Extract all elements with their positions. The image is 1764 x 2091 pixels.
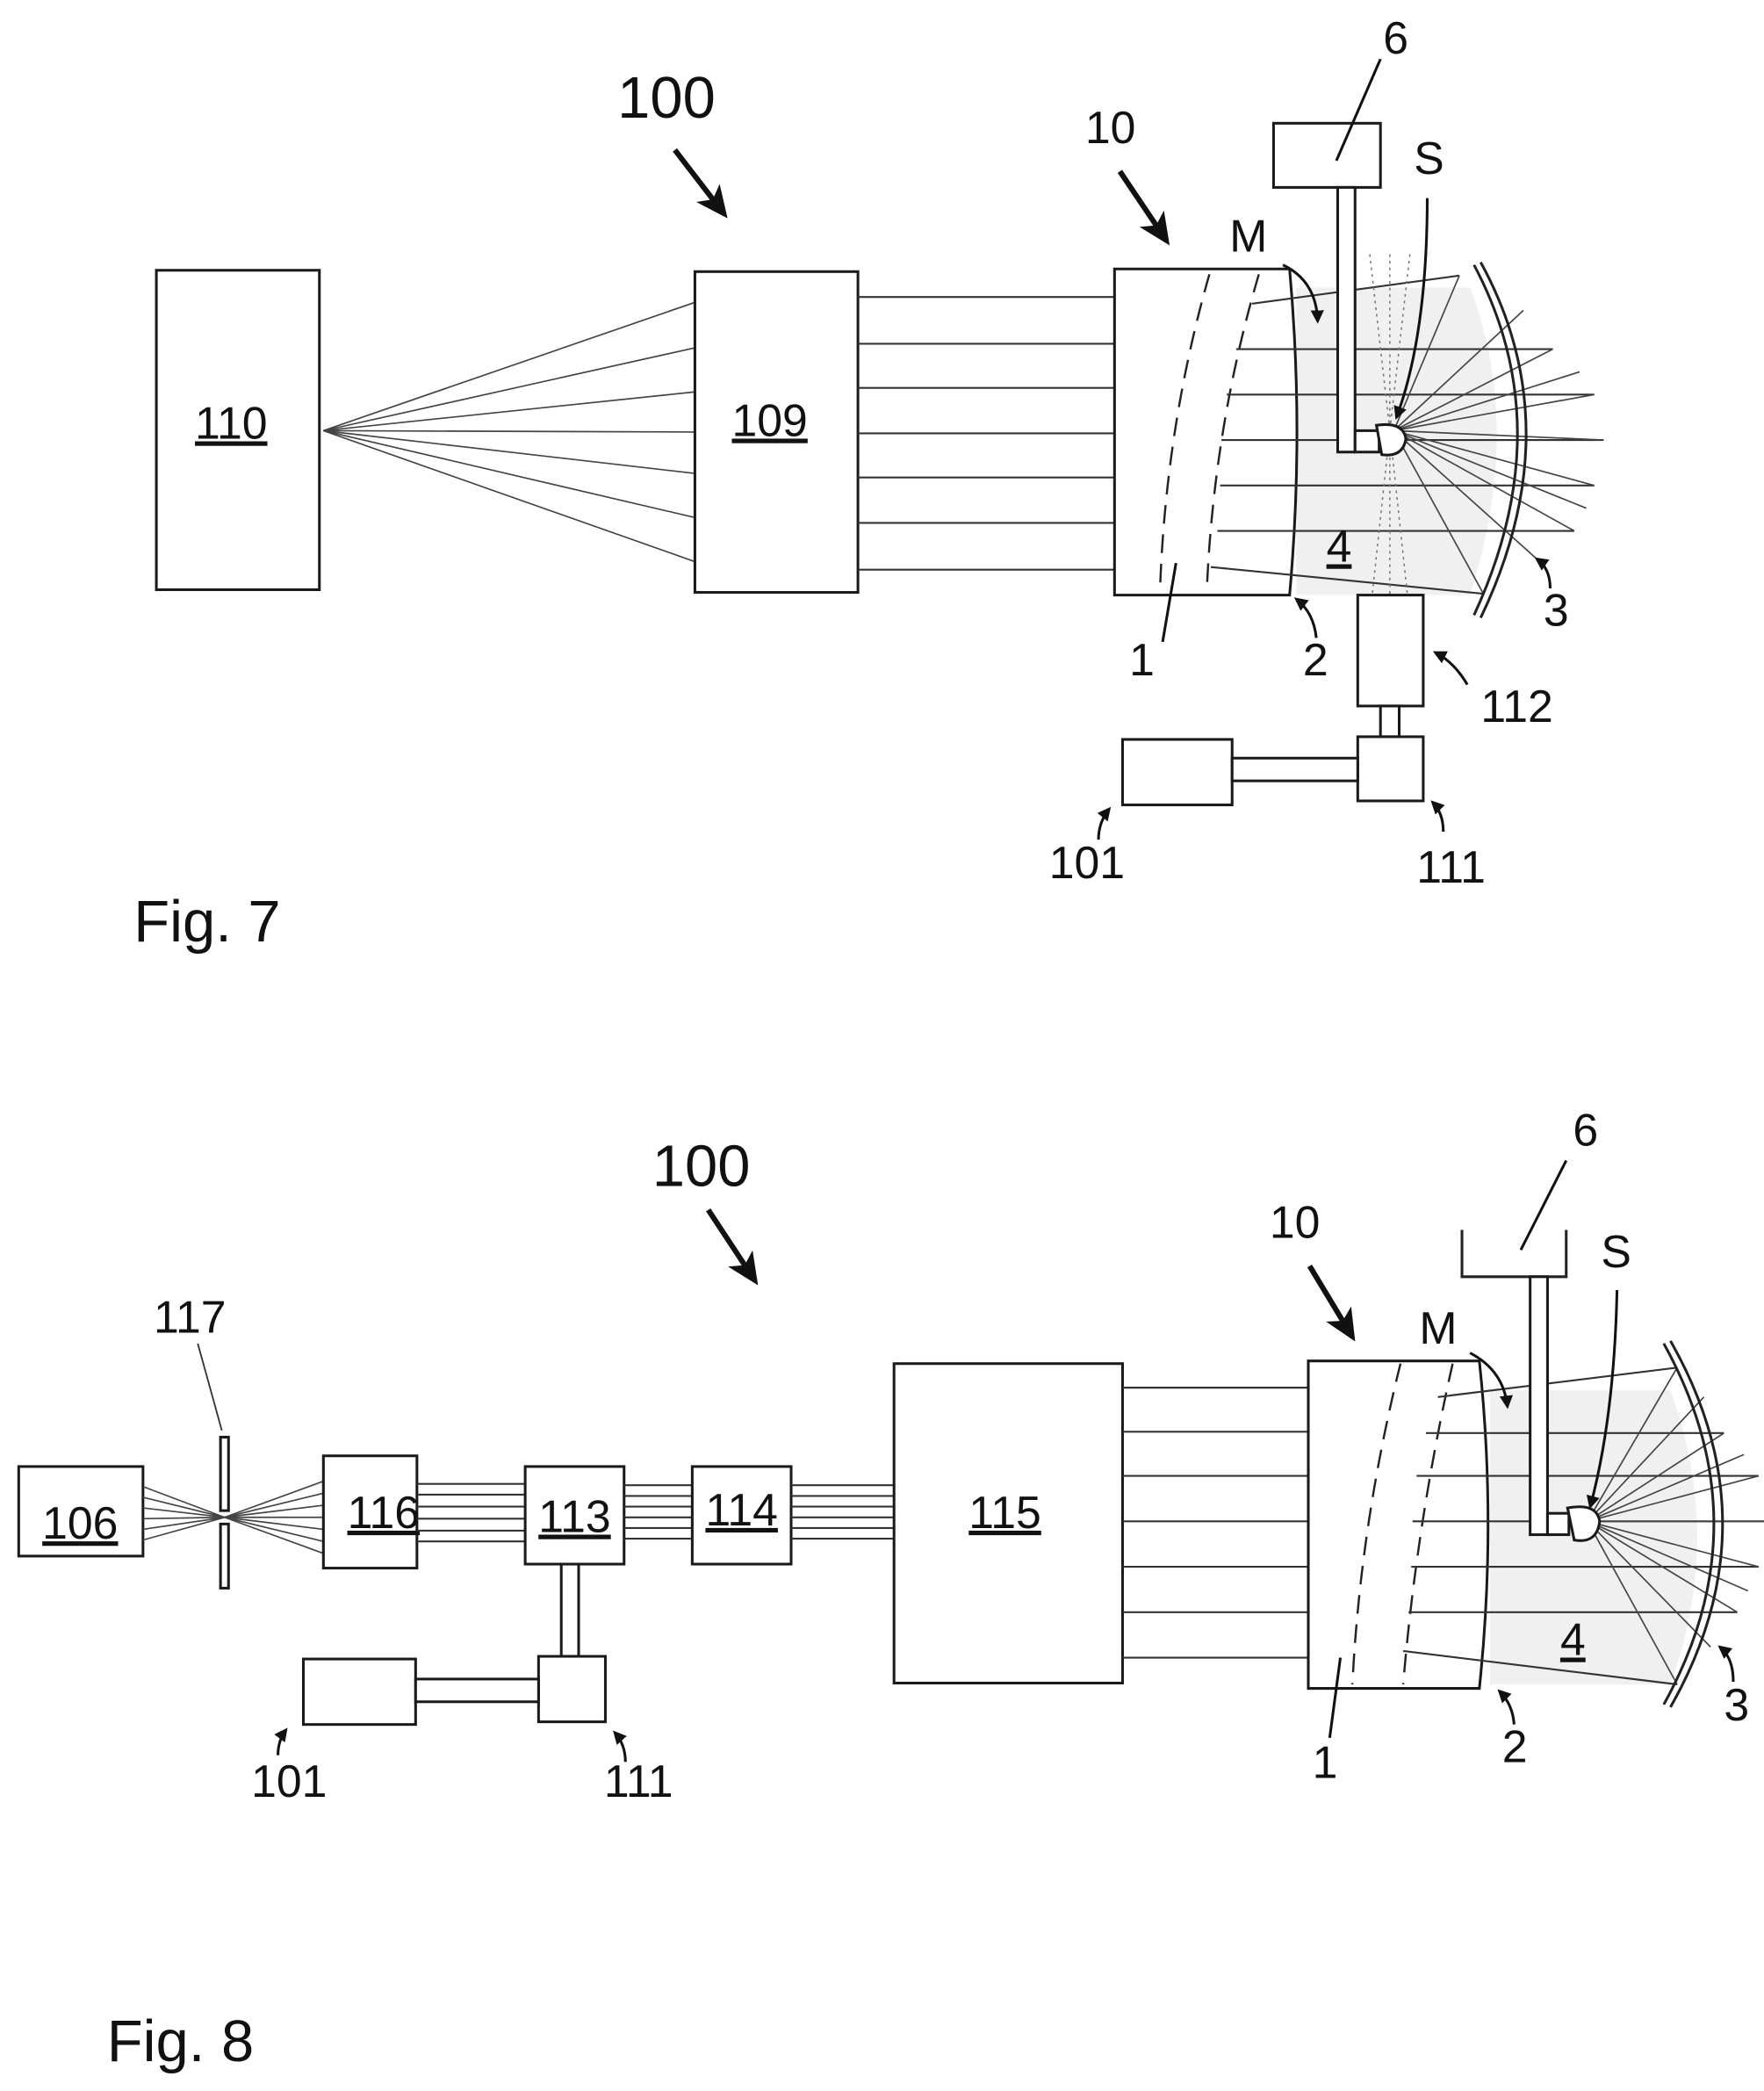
fig8-beams-116-113 — [417, 1484, 525, 1541]
fig7-holder-6-box — [1273, 123, 1380, 187]
fig8-holder-6-clamp — [1547, 1513, 1568, 1534]
fig7-controller-101-leader — [1098, 809, 1109, 840]
fig7-unit-111-leader — [1433, 803, 1444, 832]
fig7-fan-rays — [323, 302, 695, 561]
fig7-sample-S — [1377, 424, 1406, 455]
fig7-mirror-3-label: 3 — [1544, 585, 1569, 636]
fig8-device-arrow — [1310, 1266, 1353, 1338]
fig7-region-4-label: 4 — [1327, 521, 1352, 572]
fig8-connector-113-111 — [561, 1564, 579, 1656]
fig7-system-arrow — [675, 150, 724, 214]
fig8-sample-label: S — [1601, 1226, 1631, 1277]
fig8-controller-101-leader — [278, 1730, 286, 1756]
fig7-unit-111 — [1357, 737, 1423, 801]
fig7-block-1-label: 1 — [1129, 634, 1155, 685]
fig7-system-label: 100 — [617, 65, 716, 131]
fig8-beams-113-114 — [624, 1485, 693, 1539]
fig7-holder-6-clamp — [1355, 430, 1379, 451]
figure-8: 100 106 117 116 — [18, 1105, 1764, 2075]
fig8-holder-6-rod — [1530, 1277, 1548, 1535]
fig8-parallel-beams — [1122, 1388, 1308, 1657]
fig8-holder-6-leader — [1521, 1160, 1566, 1250]
fig7-parallel-beams — [858, 297, 1114, 569]
fig8-beams-114-115 — [791, 1485, 894, 1539]
fig8-device-label: 10 — [1270, 1197, 1321, 1248]
fig8-caption: Fig. 8 — [107, 2008, 254, 2074]
fig7-holder-6-rod — [1337, 187, 1355, 451]
fig8-block-1-label: 1 — [1313, 1737, 1338, 1788]
fig8-block-1 — [1308, 1361, 1488, 1689]
fig8-surface-2-label: 2 — [1502, 1720, 1528, 1771]
fig8-source-106-label: 106 — [42, 1497, 118, 1548]
fig7-detector-112-leader — [1436, 653, 1468, 685]
fig8-unit-115-label: 115 — [968, 1487, 1040, 1538]
fig8-region-4-label: 4 — [1560, 1614, 1586, 1665]
fig8-surface-2-leader — [1500, 1691, 1515, 1725]
fig7-controller-101 — [1122, 739, 1232, 805]
fig7-surface-2-leader — [1296, 599, 1316, 638]
fig7-marker-M-label: M — [1229, 210, 1267, 261]
fig7-sample-label: S — [1414, 133, 1444, 184]
fig8-sample-S — [1567, 1507, 1600, 1541]
fig8-unit-111 — [538, 1656, 605, 1722]
fig8-connector-101-111 — [415, 1679, 538, 1702]
fig8-aperture-117-top — [220, 1437, 228, 1511]
fig8-system-label: 100 — [652, 1133, 751, 1199]
fig7-holder-6-label: 6 — [1383, 12, 1408, 63]
fig7-connector-112-111 — [1380, 706, 1399, 737]
fig7-device-label: 10 — [1085, 102, 1136, 153]
fig7-connector-101-111 — [1232, 758, 1357, 781]
fig8-controller-101 — [303, 1659, 415, 1725]
fig8-marker-M-label: M — [1419, 1302, 1457, 1353]
fig7-block-1 — [1114, 269, 1297, 595]
fig8-aperture-117-label: 117 — [154, 1292, 226, 1343]
fig8-controller-101-label: 101 — [251, 1756, 327, 1806]
fig7-detector-112-label: 112 — [1480, 681, 1552, 732]
figure-7: 100 110 109 10 — [133, 12, 1603, 955]
fig8-lens-116-label: 116 — [348, 1487, 420, 1538]
fig8-unit-111-label: 111 — [604, 1756, 673, 1806]
fig7-unit-111-label: 111 — [1416, 841, 1486, 892]
fig7-surface-2-label: 2 — [1303, 634, 1328, 685]
fig8-system-arrow — [709, 1210, 755, 1281]
fig8-holder-6-cup — [1462, 1230, 1566, 1277]
fig8-aperture-117-leader — [198, 1344, 221, 1431]
fig7-controller-101-label: 101 — [1049, 837, 1125, 888]
fig8-aperture-rays — [143, 1482, 323, 1554]
fig8-unit-114-label: 114 — [705, 1484, 777, 1535]
fig8-splitter-113-label: 113 — [538, 1490, 610, 1541]
fig7-caption: Fig. 7 — [133, 889, 280, 955]
fig7-detector-112 — [1357, 595, 1423, 706]
fig8-aperture-117-bottom — [220, 1524, 228, 1588]
fig8-mirror-3-label: 3 — [1724, 1679, 1749, 1730]
fig8-mirror-3-leader — [1720, 1647, 1733, 1682]
fig8-holder-6-label: 6 — [1573, 1105, 1598, 1156]
fig7-box-110-label: 110 — [195, 398, 267, 449]
fig7-box-109-label: 109 — [731, 394, 807, 445]
fig7-device-arrow — [1120, 171, 1166, 241]
